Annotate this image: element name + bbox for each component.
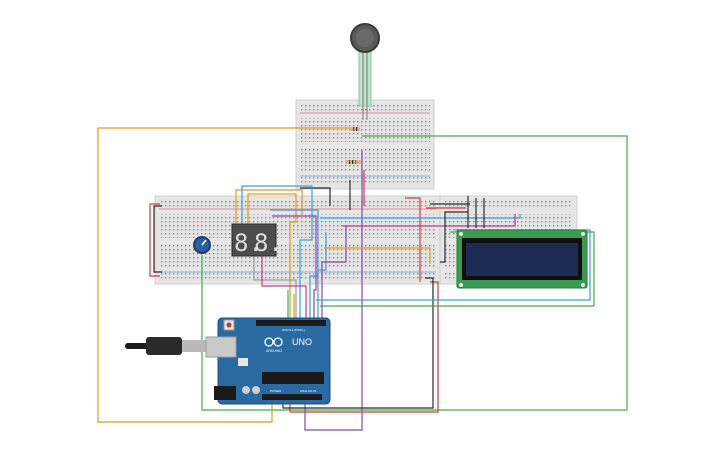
arduino-power-header-label: POWER [270, 389, 282, 393]
usb-cable [125, 337, 206, 355]
arduino-brand-label: ARDUINO [266, 349, 282, 353]
arduino-analog-header-label: ANALOG IN [300, 389, 316, 393]
resistor-icon [345, 160, 361, 164]
resistor-icon [350, 127, 360, 131]
reset-button[interactable] [226, 322, 232, 328]
usb-plug-icon [146, 337, 182, 355]
seven-segment-display: 8. 8. [231, 223, 283, 257]
force-sensor [350, 23, 380, 120]
breadboard-top [295, 99, 435, 190]
arduino-digital-header-label: DIGITAL (PWM~) [282, 328, 305, 332]
lcd-display [456, 229, 588, 289]
arduino-model-label: UNO [292, 337, 312, 347]
arduino-uno: UNO ARDUINO DIGITAL (PWM~) POWER ANALOG … [205, 317, 331, 405]
seven-segment-digit-1: 8. [234, 229, 263, 257]
seven-segment-digit-2: 8. [254, 229, 283, 257]
arduino-logo-icon [264, 337, 283, 347]
wires [97, 127, 628, 431]
potentiometer[interactable] [193, 236, 211, 254]
